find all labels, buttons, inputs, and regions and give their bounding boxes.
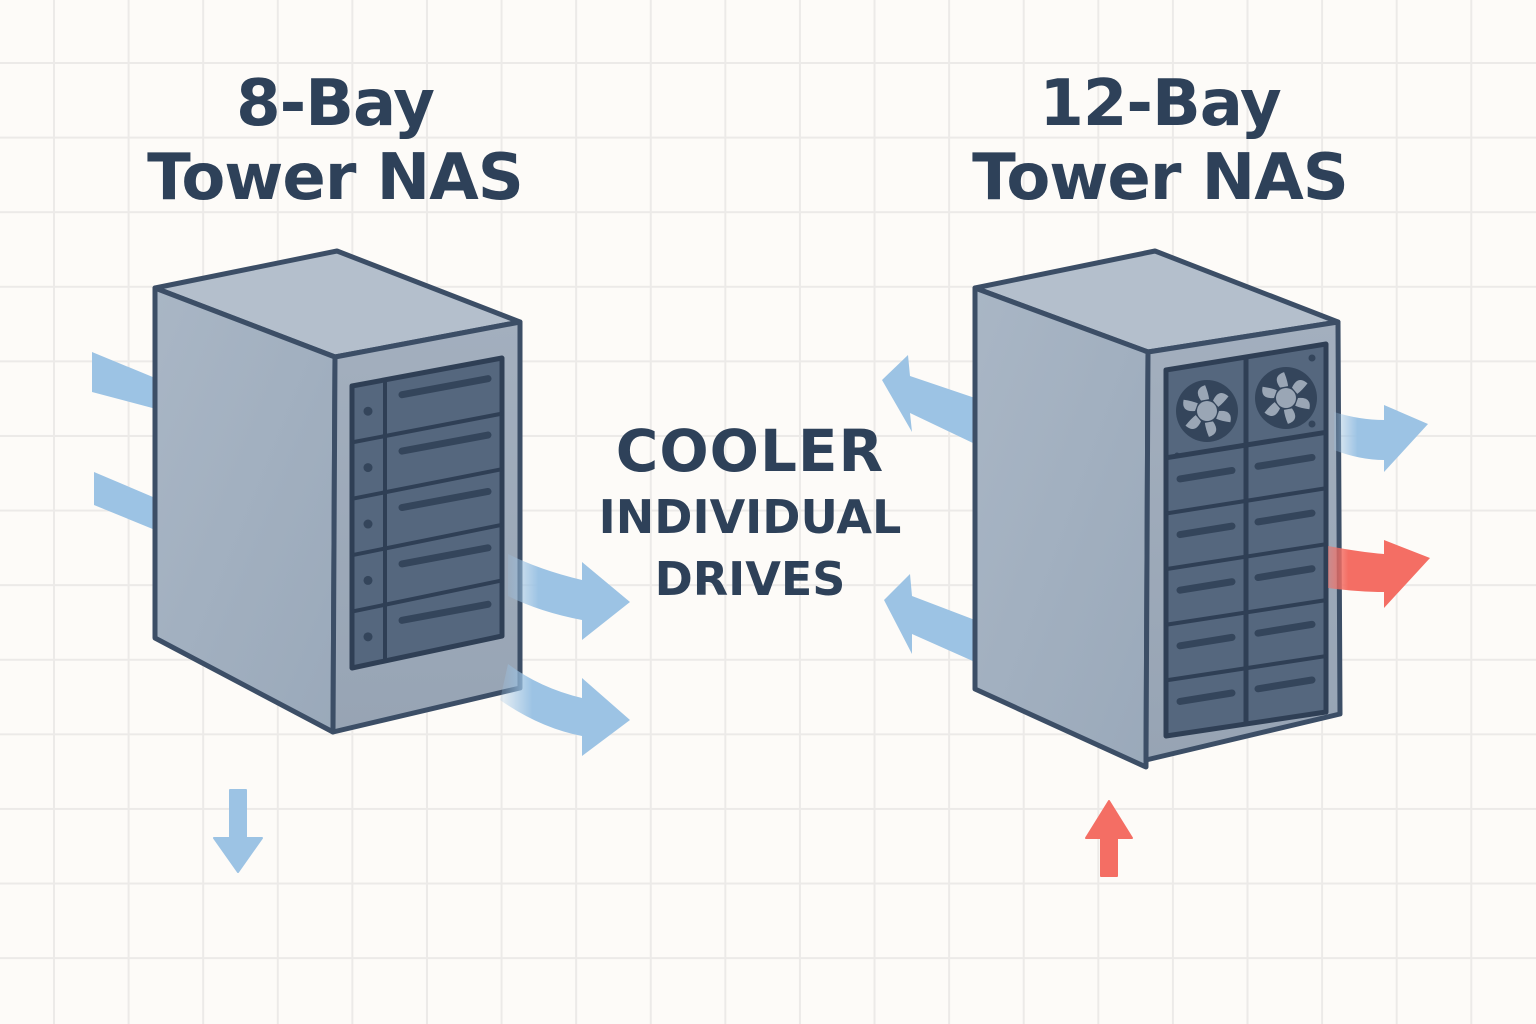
right-drive-tray-handle — [1254, 565, 1316, 582]
right-nas-title: 12-Bay Tower NAS — [955, 72, 1365, 210]
right-side-face — [972, 285, 1151, 770]
left-title-line2: Tower NAS — [147, 141, 524, 215]
right-left-arrow-2 — [884, 574, 975, 662]
right-tray-separator — [1165, 598, 1327, 627]
fan-blade — [1216, 410, 1231, 423]
right-drive-tray-handle — [1176, 633, 1236, 650]
right-tray-separator — [1165, 654, 1327, 683]
fan-blade — [1283, 408, 1296, 424]
right-title-line2: Tower NAS — [972, 141, 1349, 215]
right-left-exhaust-arrows — [882, 355, 975, 662]
right-drive-tray-handle — [1254, 509, 1316, 526]
left-drive-led — [363, 463, 373, 473]
right-fan-separator — [1165, 429, 1327, 461]
left-drive-led — [363, 406, 373, 416]
right-exhaust-arrow-red — [1328, 540, 1430, 608]
left-tray-separator — [351, 411, 503, 445]
right-exhaust-arrow-blue — [1334, 405, 1428, 472]
right-tray-separator — [1165, 486, 1327, 516]
right-drive-tray-handle — [1176, 522, 1236, 539]
center-label-line1: COOLER — [615, 417, 885, 485]
left-exhaust-arrow-1 — [508, 554, 630, 640]
left-drive-tray-handle — [398, 600, 492, 624]
fan-blade — [1183, 399, 1198, 412]
fan-hub — [1197, 401, 1217, 421]
left-drive-tray-handle — [398, 431, 492, 455]
left-tray-separator — [351, 467, 503, 501]
left-drive-led — [363, 575, 373, 585]
right-left-arrow-1 — [882, 355, 975, 444]
right-right-exhaust-arrows — [1085, 405, 1430, 877]
right-drive-tray-handle — [1254, 620, 1316, 637]
left-intake-stream-1 — [92, 352, 160, 410]
right-drive-tray-handle — [1176, 689, 1236, 705]
fan-blade — [1264, 402, 1280, 417]
left-nas-title: 8-Bay Tower NAS — [130, 72, 540, 210]
right-nas-chassis — [972, 248, 1343, 770]
right-drive-tray-handle — [1176, 466, 1236, 483]
right-drive-tray-handle — [1254, 453, 1316, 470]
left-intake-stream-2 — [94, 472, 160, 532]
left-drive-tray-handle — [398, 544, 492, 568]
fan-blade — [1276, 372, 1289, 388]
left-tray-separator — [351, 578, 503, 614]
cooling-fan-icon — [1255, 367, 1317, 429]
left-side-face — [152, 285, 338, 735]
fan-blade — [1197, 385, 1210, 401]
center-label-line2: INDIVIDUAL — [598, 490, 902, 544]
fan-hub — [1276, 388, 1296, 408]
right-drive-tray-handle — [1254, 676, 1316, 693]
left-drive-led — [363, 632, 373, 642]
fan-blade — [1213, 392, 1229, 407]
fan-blade — [1185, 415, 1201, 430]
left-exhaust-arrows — [213, 554, 630, 873]
left-tray-separator — [351, 522, 503, 558]
right-tray-separator — [1165, 542, 1327, 572]
fan-blade — [1295, 397, 1310, 410]
center-label-line3: DRIVES — [654, 552, 846, 606]
center-label: COOLER INDIVIDUAL DRIVES — [580, 422, 920, 602]
left-drive-led — [363, 519, 373, 529]
fan-blade — [1204, 421, 1217, 437]
fan-screw — [1308, 420, 1316, 428]
right-title-line1: 12-Bay — [1039, 67, 1281, 141]
left-title-line1: 8-Bay — [236, 67, 435, 141]
fan-blade — [1262, 386, 1277, 399]
fan-blade — [1292, 379, 1308, 394]
left-bay-panel — [349, 355, 505, 671]
left-drive-tray-handle — [398, 375, 492, 399]
left-exhaust-arrow-2 — [500, 664, 630, 756]
left-bottom-down-arrow — [213, 789, 263, 873]
left-drive-tray-handle — [398, 487, 492, 512]
cooling-fan-icon — [1176, 380, 1238, 442]
left-intake-arrows — [92, 352, 160, 532]
right-drive-tray-handle — [1176, 578, 1236, 594]
fan-screw — [1308, 354, 1316, 362]
right-bottom-up-arrow — [1085, 800, 1133, 877]
left-nas-chassis — [152, 248, 523, 735]
